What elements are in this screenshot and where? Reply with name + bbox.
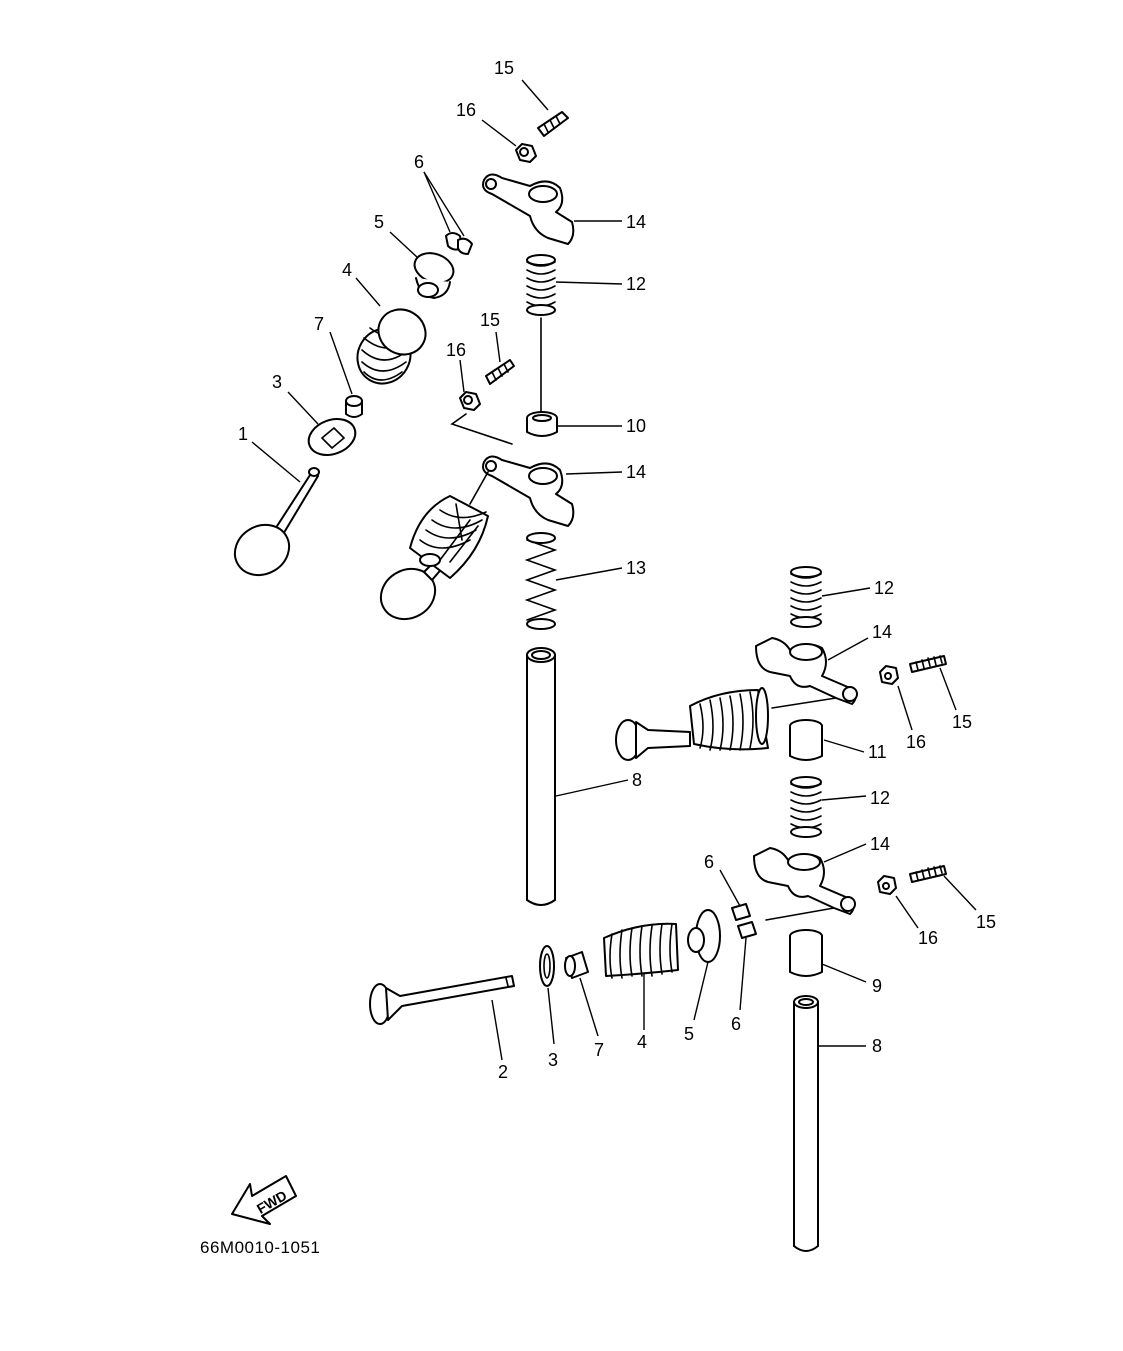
- callout-13: 13: [626, 558, 646, 578]
- callout-7: 7: [594, 1040, 604, 1060]
- callout-12: 12: [626, 274, 646, 294]
- callout-9: 9: [872, 976, 882, 996]
- callout-16: 16: [906, 732, 926, 752]
- callout-2: 2: [498, 1062, 508, 1082]
- spring-13: [524, 532, 558, 630]
- lock-nut-16-upper: [515, 143, 537, 163]
- callout-11: 11: [868, 742, 887, 762]
- callout-6: 6: [731, 1014, 741, 1034]
- screw-15-mid: [485, 359, 515, 385]
- retainer-5-lower: [687, 909, 721, 963]
- cotter-6-lower: [731, 903, 757, 939]
- fwd-direction-arrow: FWD: [231, 1175, 297, 1225]
- callout-labels: 15 16 6 5 4 7 3 1 14 12 15 16 10 14 13 1…: [238, 58, 996, 1082]
- spring-4-lower: [603, 922, 679, 979]
- valve-assembly-right-upper: [615, 687, 769, 761]
- collar-9: [789, 929, 823, 977]
- rocker-arm-14-right-upper: [755, 637, 858, 705]
- spring-12-right-upper: [790, 566, 822, 628]
- seal-7-lower: [564, 951, 589, 979]
- callout-6: 6: [704, 852, 714, 872]
- callout-4: 4: [637, 1032, 647, 1052]
- callout-8: 8: [872, 1036, 882, 1056]
- callout-3: 3: [272, 372, 282, 392]
- mid-connect: [450, 413, 513, 445]
- rocker-arm-14-upper: [482, 173, 575, 245]
- valve-spring-retainer-5: [413, 252, 455, 299]
- callout-5: 5: [684, 1024, 694, 1044]
- washer-3-lower: [539, 945, 555, 987]
- callout-16: 16: [446, 340, 466, 360]
- drawing-code: 66M0010-1051: [200, 1238, 321, 1257]
- valve-assembly-mid: [379, 495, 489, 621]
- rocker-arm-14-mid: [482, 455, 575, 527]
- valve-seat-washer-3: [307, 418, 357, 456]
- callout-15: 15: [480, 310, 500, 330]
- nut-16-right-lower: [877, 875, 897, 895]
- callout-15: 15: [976, 912, 996, 932]
- callout-7: 7: [314, 314, 324, 334]
- callout-10: 10: [626, 416, 646, 436]
- spring-12-top: [526, 254, 556, 316]
- callout-5: 5: [374, 212, 384, 232]
- callout-16: 16: [456, 100, 476, 120]
- callout-3: 3: [548, 1050, 558, 1070]
- screw-15-right-upper: [909, 655, 947, 673]
- callout-15: 15: [952, 712, 972, 732]
- callout-6: 6: [414, 152, 424, 172]
- callout-1: 1: [238, 424, 248, 444]
- callout-14: 14: [870, 834, 890, 854]
- collar-10: [526, 411, 558, 437]
- valve-spring-4: [356, 308, 427, 385]
- callout-12: 12: [874, 578, 894, 598]
- spring-12-right-lower: [790, 776, 822, 838]
- callout-14: 14: [626, 212, 646, 232]
- callout-4: 4: [342, 260, 352, 280]
- callout-14: 14: [872, 622, 892, 642]
- adjust-screw-15-upper: [537, 111, 569, 137]
- valve-stem-seal-7: [345, 395, 363, 418]
- push-rod-8-right: [793, 995, 819, 1252]
- valve-exhaust-2: [369, 975, 515, 1025]
- leader-lines: [251, 79, 977, 1061]
- screw-15-right-lower: [909, 865, 947, 883]
- rocker-arm-14-right-lower: [753, 847, 856, 915]
- callout-12: 12: [870, 788, 890, 808]
- callout-16: 16: [918, 928, 938, 948]
- callout-14: 14: [626, 462, 646, 482]
- nut-16-right-upper: [879, 665, 899, 685]
- push-rod-8-left: [526, 647, 556, 906]
- callout-15: 15: [494, 58, 514, 78]
- collar-11: [789, 719, 823, 761]
- valve-cotter-6: [445, 232, 473, 255]
- valve-intake-1: [233, 467, 320, 577]
- callout-8: 8: [632, 770, 642, 790]
- nut-16-mid: [459, 391, 481, 411]
